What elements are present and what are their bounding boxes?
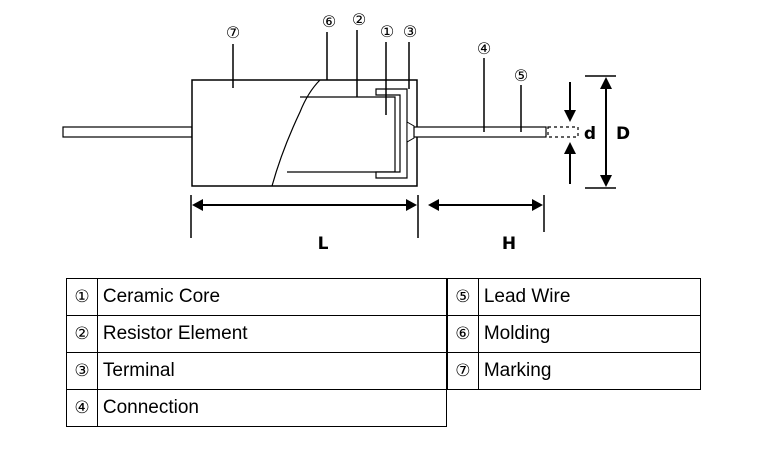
callout-connection: ④ <box>477 39 491 58</box>
callout-marking: ⑦ <box>226 23 240 42</box>
terminal-cap <box>375 88 408 179</box>
legend-label: Resistor Element <box>96 315 448 353</box>
legend-label: Connection <box>96 389 448 427</box>
legend-number: ④ <box>66 389 98 427</box>
legend-row: ④ Connection <box>66 389 448 427</box>
connection-weld <box>406 121 415 143</box>
wire-diameter-dashed <box>547 126 579 138</box>
dimension-d-small: d <box>584 124 596 144</box>
legend-row: ① Ceramic Core <box>66 278 448 316</box>
legend-table-left: ① Ceramic Core ② Resistor Element ③ Term… <box>66 278 448 427</box>
right-lead-wire <box>413 126 547 138</box>
legend-number: ② <box>66 315 98 353</box>
legend-row: ⑦ Marking <box>447 352 702 390</box>
legend-row: ⑥ Molding <box>447 315 702 353</box>
legend-table-right: ⑤ Lead Wire ⑥ Molding ⑦ Marking <box>447 278 702 390</box>
resistor-body <box>191 79 418 187</box>
legend-number: ① <box>66 278 98 316</box>
molding-cut-line <box>271 79 321 187</box>
dimension-h: H <box>502 234 516 254</box>
legend-label: Molding <box>477 315 702 353</box>
legend-number: ③ <box>66 352 98 390</box>
legend-label: Terminal <box>96 352 448 390</box>
legend-number: ⑦ <box>447 352 479 390</box>
dimension-l: L <box>318 234 329 254</box>
callout-resistor-element: ② <box>352 10 366 29</box>
legend-label: Ceramic Core <box>96 278 448 316</box>
legend-row: ③ Terminal <box>66 352 448 390</box>
legend-label: Lead Wire <box>477 278 702 316</box>
legend-label: Marking <box>477 352 702 390</box>
legend-number: ⑤ <box>447 278 479 316</box>
callout-molding: ⑥ <box>322 12 336 31</box>
left-lead-wire <box>62 126 193 138</box>
dimension-d-large: D <box>616 124 630 144</box>
callout-lead-wire: ⑤ <box>514 66 528 85</box>
core-element <box>287 96 396 173</box>
callout-ceramic-core: ① <box>380 22 394 41</box>
legend-number: ⑥ <box>447 315 479 353</box>
callout-terminal: ③ <box>403 22 417 41</box>
resistor-diagram: ⑦ ⑥ ② ① ③ ④ ⑤ L H d D <box>62 10 630 254</box>
legend-row: ⑤ Lead Wire <box>447 278 702 316</box>
legend-row: ② Resistor Element <box>66 315 448 353</box>
